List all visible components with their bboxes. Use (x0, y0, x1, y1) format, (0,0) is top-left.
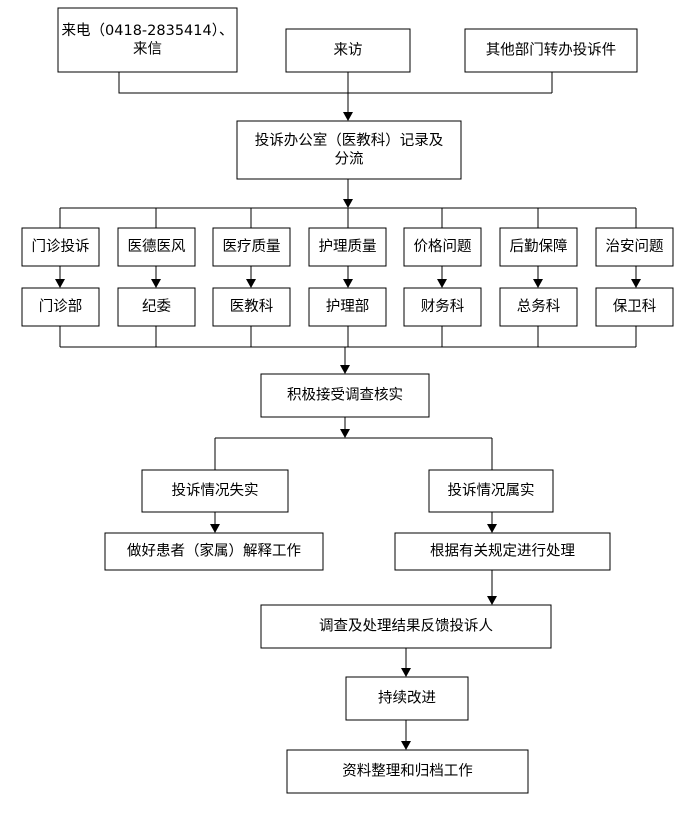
node-label: 来访 (334, 42, 363, 59)
flow-node-intake-call-letter[interactable]: 来电（0418-2835414）、来信 (57, 7, 238, 73)
node-box (595, 227, 674, 267)
flow-node-dept-nursing[interactable]: 护理部 (308, 287, 387, 327)
node-box (308, 227, 387, 267)
node-box (403, 287, 482, 327)
node-label: 积极接受调查核实 (287, 387, 403, 404)
arrowhead-feedback (487, 596, 497, 605)
node-box (21, 287, 100, 327)
arrowhead-explain-to-patient (210, 524, 220, 533)
flow-node-dept-finance[interactable]: 财务科 (403, 287, 482, 327)
flow-node-dept-general-affairs[interactable]: 总务科 (499, 287, 578, 327)
node-label: 资料整理和归档工作 (342, 763, 473, 780)
node-box (286, 749, 529, 794)
flow-node-complaint-true[interactable]: 投诉情况属实 (428, 469, 554, 513)
flow-node-feedback-to-complainant[interactable]: 调查及处理结果反馈投诉人 (260, 604, 552, 649)
arrowhead-continuous-improvement (401, 668, 411, 677)
node-label: 做好患者（家属）解释工作 (127, 543, 301, 560)
arrowhead-dept-medical-edu (246, 279, 256, 288)
node-box (285, 28, 411, 73)
connector-intake-merge-bar (118, 72, 552, 94)
arrowhead-archive-documents (401, 741, 411, 750)
flow-node-explain-to-patient[interactable]: 做好患者（家属）解释工作 (104, 532, 324, 571)
node-box (117, 227, 196, 267)
node-label: 持续改进 (378, 690, 436, 707)
node-label: 护理质量 (319, 238, 377, 255)
node-box (141, 469, 289, 513)
node-box (117, 287, 196, 327)
node-box (212, 287, 291, 327)
node-box (464, 28, 638, 73)
node-box (104, 532, 324, 571)
node-layer: 来电（0418-2835414）、来信来访 其他部门转办投诉件投诉办公室（医教科）… (21, 7, 674, 794)
arrowhead-dept-finance (437, 279, 447, 288)
node-label: 护理部 (326, 298, 370, 315)
node-label: 投诉情况失实 (172, 482, 259, 499)
arrowhead-dept-nursing (343, 279, 353, 288)
node-label: 门诊部 (39, 298, 83, 315)
flow-node-continuous-improvement[interactable]: 持续改进 (345, 676, 469, 721)
flow-node-cat-ethics[interactable]: 医德医风 (117, 227, 196, 267)
arrowhead-dispatch-split (343, 199, 353, 208)
node-label: 价格问题 (414, 238, 472, 255)
node-box (595, 287, 674, 327)
flow-node-dept-security[interactable]: 保卫科 (595, 287, 674, 327)
node-label: 财务科 (421, 298, 465, 315)
flow-node-dept-outpatient[interactable]: 门诊部 (21, 287, 100, 327)
flow-node-accept-investigation[interactable]: 积极接受调查核实 (260, 373, 430, 418)
node-box (236, 120, 462, 180)
flow-node-intake-visit[interactable]: 来访 (285, 28, 411, 73)
node-label: 其他部门转办投诉件 (486, 42, 617, 59)
node-label: 投诉办公室（医教科）记录及分流 (255, 132, 444, 168)
node-box (308, 287, 387, 327)
node-box (428, 469, 554, 513)
node-label: 总务科 (517, 298, 561, 315)
flow-node-cat-outpatient[interactable]: 门诊投诉 (21, 227, 100, 267)
node-box (212, 227, 291, 267)
node-label: 治安问题 (606, 238, 664, 255)
flow-node-cat-security[interactable]: 治安问题 (595, 227, 674, 267)
flow-node-cat-price[interactable]: 价格问题 (403, 227, 482, 267)
flow-node-dept-medical-edu[interactable]: 医教科 (212, 287, 291, 327)
arrowhead-handle-per-rules (487, 524, 497, 533)
node-label: 医德医风 (128, 238, 186, 255)
flow-node-complaint-false[interactable]: 投诉情况失实 (141, 469, 289, 513)
node-box (394, 532, 611, 571)
arrowhead-dept-general-affairs (533, 279, 543, 288)
node-label: 投诉情况属实 (448, 482, 535, 499)
node-box (21, 227, 100, 267)
node-box (260, 373, 430, 418)
connector-layer (55, 72, 641, 750)
flow-node-cat-medical-quality[interactable]: 医疗质量 (212, 227, 291, 267)
flow-node-intake-transfer[interactable]: 其他部门转办投诉件 (464, 28, 638, 73)
arrowhead-dept-discipline (151, 279, 161, 288)
node-box (345, 676, 469, 721)
arrowhead-dept-outpatient (55, 279, 65, 288)
flow-node-handle-per-rules[interactable]: 根据有关规定进行处理 (394, 532, 611, 571)
arrowhead-accept-split (340, 429, 350, 438)
node-label: 医疗质量 (223, 238, 281, 255)
arrowhead-accept-investigation (340, 365, 350, 374)
node-label: 调查及处理结果反馈投诉人 (319, 618, 493, 635)
node-label: 保卫科 (613, 298, 657, 315)
node-box (403, 227, 482, 267)
flow-node-archive-documents[interactable]: 资料整理和归档工作 (286, 749, 529, 794)
node-label: 后勤保障 (510, 237, 568, 255)
node-box (499, 287, 578, 327)
node-box (499, 227, 578, 267)
node-label: 门诊投诉 (32, 238, 90, 255)
node-label: 医教科 (230, 298, 274, 315)
arrowhead-to-record (343, 112, 353, 121)
node-label: 根据有关规定进行处理 (430, 543, 575, 560)
node-label: 纪委 (142, 298, 171, 315)
flow-node-cat-logistics[interactable]: 后勤保障 (499, 227, 578, 267)
node-box (57, 7, 238, 73)
flow-node-cat-nursing-quality[interactable]: 护理质量 (308, 227, 387, 267)
node-box (260, 604, 552, 649)
flow-node-record-and-dispatch[interactable]: 投诉办公室（医教科）记录及分流 (236, 120, 462, 180)
node-label: 来电（0418-2835414）、来信 (62, 22, 234, 58)
arrowhead-dept-security (631, 279, 641, 288)
flow-node-dept-discipline[interactable]: 纪委 (117, 287, 196, 327)
